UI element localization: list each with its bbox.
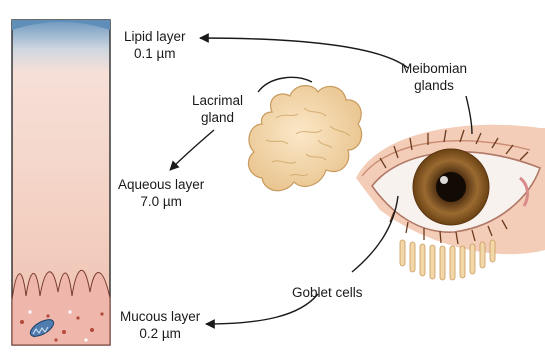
aqueous-layer-name: Aqueous layer [118,176,204,193]
mucous-layer-thickness: 0.2 µm [120,325,200,342]
mucous-layer-label: Mucous layer 0.2 µm [120,308,200,342]
meibomian-line2: glands [401,77,467,94]
meibomian-line1: Meibomian [401,60,467,77]
aqueous-layer-label: Aqueous layer 7.0 µm [118,176,204,210]
goblet-cells-label: Goblet cells [292,284,363,301]
lacrimal-gland-illustration [248,86,361,191]
arrow-meibomian-to-lipid [200,38,408,68]
lipid-layer-name: Lipid layer [124,28,186,45]
meibomian-gland-strands [400,240,495,280]
lacrimal-gland-label: Lacrimal gland [192,92,243,126]
lacrimal-line1: Lacrimal [192,92,243,109]
eye-illustration [356,125,545,280]
lipid-layer-thickness: 0.1 µm [124,45,186,62]
lipid-layer-label: Lipid layer 0.1 µm [124,28,186,62]
meibomian-glands-label: Meibomian glands [401,60,467,94]
mucous-layer-name: Mucous layer [120,308,200,325]
arrow-lacrimal-to-aqueous [170,130,214,170]
tear-film-column [12,20,110,345]
aqueous-layer-thickness: 7.0 µm [118,193,204,210]
lacrimal-line2: gland [192,109,243,126]
